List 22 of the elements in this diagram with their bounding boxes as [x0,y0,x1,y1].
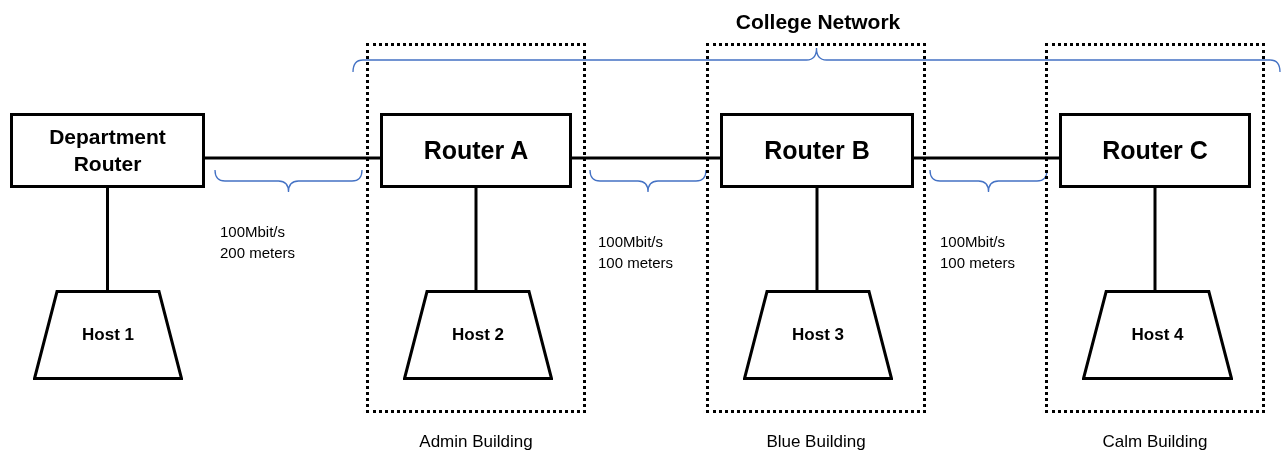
router-box: Router A [380,113,572,188]
host-trapezoid: Host 2 [403,290,553,380]
host-trapezoid: Host 1 [33,290,183,380]
router-box: Department Router [10,113,205,188]
connector-line [914,156,1059,160]
connector-line [1153,188,1157,290]
router-box: Router C [1059,113,1251,188]
network-title: College Network [734,9,902,35]
link-spec-label: 100Mbit/s 100 meters [940,232,1017,273]
building-label: Admin Building [418,431,534,453]
connector-line [474,188,478,290]
building-label: Blue Building [765,431,867,453]
connector-line [572,156,720,160]
connector-line [815,188,819,290]
router-box: Router B [720,113,914,188]
link-spec-label: 100Mbit/s 100 meters [598,232,675,273]
link-spec-label: 100Mbit/s 200 meters [220,222,297,263]
connector-line [205,156,380,160]
host-trapezoid: Host 3 [743,290,893,380]
host-trapezoid: Host 4 [1082,290,1233,380]
connector-line [106,188,109,290]
building-label: Calm Building [1101,431,1209,453]
